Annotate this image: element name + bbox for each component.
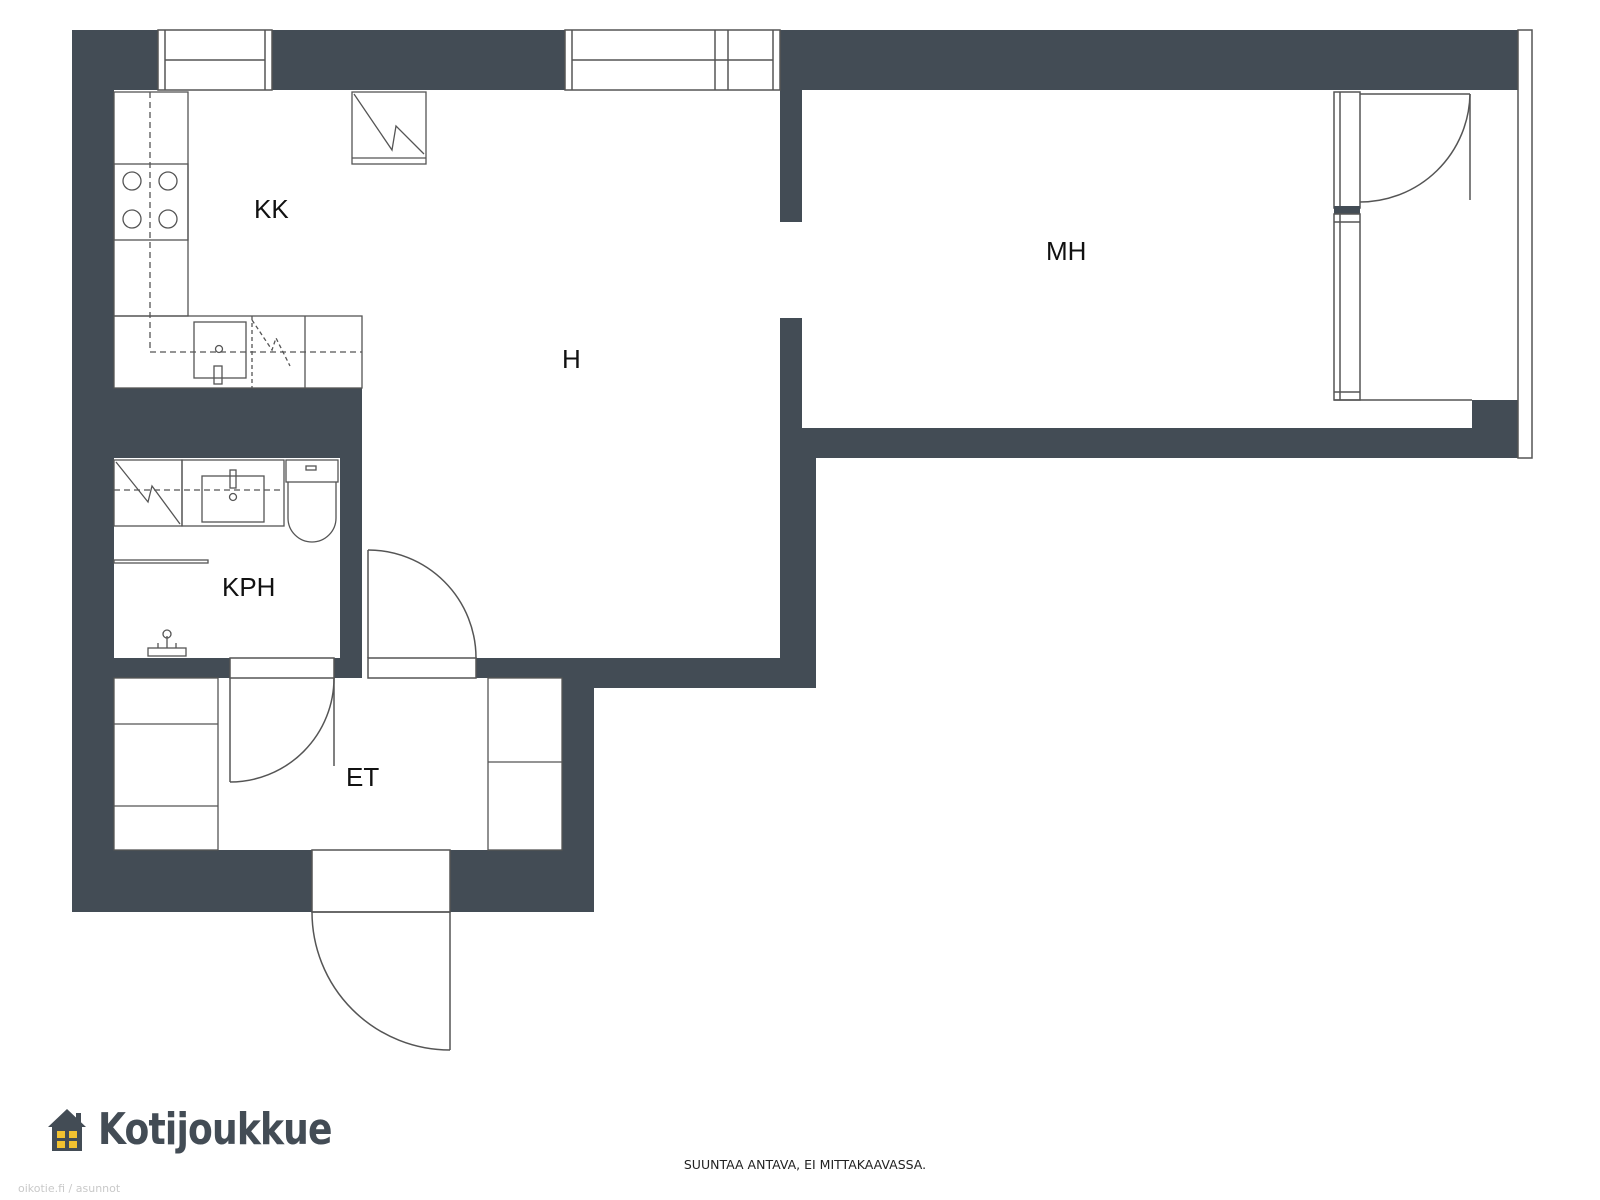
closet-left: [113, 677, 219, 851]
room-floors: [114, 90, 1310, 850]
room-label-kk: KK: [254, 194, 289, 224]
room-label-mh: MH: [1046, 236, 1086, 266]
stove-burner: [122, 171, 142, 191]
stove-burner: [158, 171, 178, 191]
room-label-kph: KPH: [222, 572, 275, 602]
kitchen-fixtures: [113, 91, 427, 389]
room-labels: KK H MH KPH ET: [222, 194, 1086, 792]
windows: [157, 29, 1533, 459]
balcony: [1310, 90, 1472, 428]
toilet: [285, 459, 339, 483]
stove: [113, 163, 189, 241]
stove-burner: [122, 209, 142, 229]
disclaimer: SUUNTAA ANTAVA, EI MITTAKAAVASSA.: [683, 1157, 927, 1172]
watermark: oikotie.fi / asunnot: [18, 1182, 121, 1195]
shower-rail: [113, 559, 209, 564]
bathroom-fixtures: [113, 459, 339, 657]
room-label-et: ET: [346, 762, 379, 792]
bathroom-sink: [181, 459, 285, 527]
window-balcony: [1517, 29, 1533, 459]
doors: [229, 549, 477, 1051]
hall-closets: [113, 677, 563, 851]
closet-right: [487, 677, 563, 851]
house-icon: [48, 1108, 86, 1151]
fridge: [351, 91, 427, 165]
room-label-h: H: [562, 344, 581, 374]
brand-logo: Kotijoukkue: [46, 1104, 383, 1155]
kitchen-sink: [193, 321, 247, 379]
stove-burner: [158, 209, 178, 229]
brand-name: Kotijoukkue: [98, 1104, 333, 1155]
